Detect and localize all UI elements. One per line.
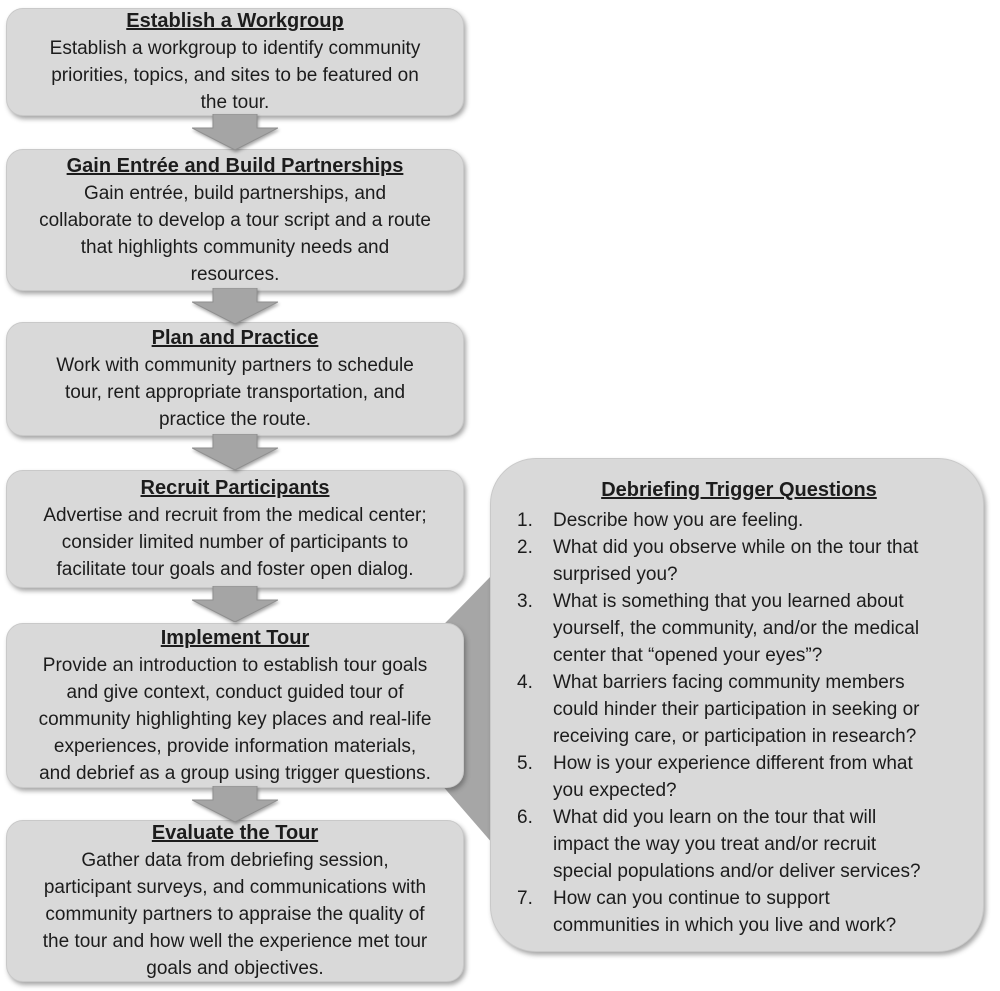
question-number: 2. [517,537,533,558]
step-body: Advertise and recruit from the medical c… [43,505,427,580]
step-title: Recruit Participants [140,477,330,499]
question-text: What did you observe while on the tour t… [553,537,919,585]
question-item: 3. What is something that you learned ab… [515,588,963,669]
question-text: What did you learn on the tour that will… [553,807,921,882]
down-arrow-icon [192,786,278,822]
flow-step-recruit-participants: Recruit Participants Advertise and recru… [6,470,464,588]
flow-step-evaluate-tour: Evaluate the Tour Gather data from debri… [6,820,464,982]
callout-title: Debriefing Trigger Questions [601,479,877,501]
down-arrow-icon [192,288,278,324]
flow-step-implement-tour: Implement Tour Provide an introduction t… [6,623,464,788]
question-text: Describe how you are feeling. [553,510,804,531]
question-item: 6. What did you learn on the tour that w… [515,804,963,885]
question-text: How is your experience different from wh… [553,753,913,801]
question-list: 1. Describe how you are feeling. 2. What… [515,507,963,939]
question-item: 4. What barriers facing community member… [515,669,963,750]
down-arrow-icon [192,114,278,150]
question-number: 4. [517,672,533,693]
down-arrow-icon [192,586,278,622]
step-body: Provide an introduction to establish tou… [38,654,432,784]
question-number: 3. [517,591,533,612]
step-title: Plan and Practice [151,327,319,349]
step-title: Establish a Workgroup [126,10,344,32]
flow-step-plan-practice: Plan and Practice Work with community pa… [6,322,464,436]
question-number: 1. [517,510,533,531]
step-body: Gain entrée, build partnerships, and col… [39,182,431,285]
step-title: Gain Entrée and Build Partnerships [66,154,404,177]
step-title: Implement Tour [160,626,310,649]
question-text: How can you continue to support communit… [553,888,897,936]
step-body: Gather data from debriefing session, par… [42,850,428,979]
step-body: Work with community partners to schedule… [56,355,414,430]
question-number: 7. [517,888,533,909]
question-item: 5. How is your experience different from… [515,750,963,804]
flow-step-establish-workgroup: Establish a Workgroup Establish a workgr… [6,8,464,116]
step-title: Evaluate the Tour [151,822,319,844]
down-arrow-icon [192,434,278,470]
question-item: 7. How can you continue to support commu… [515,885,963,939]
step-body: Establish a workgroup to identify commun… [49,38,421,113]
question-item: 2. What did you observe while on the tou… [515,534,963,588]
flow-step-gain-entree: Gain Entrée and Build Partnerships Gain … [6,149,464,291]
question-number: 6. [517,807,533,828]
debriefing-questions-callout: Debriefing Trigger Questions 1. Describe… [490,458,984,952]
question-text: What is something that you learned about… [553,591,920,666]
question-item: 1. Describe how you are feeling. [515,507,963,534]
question-text: What barriers facing community members c… [553,672,920,747]
question-number: 5. [517,753,533,774]
